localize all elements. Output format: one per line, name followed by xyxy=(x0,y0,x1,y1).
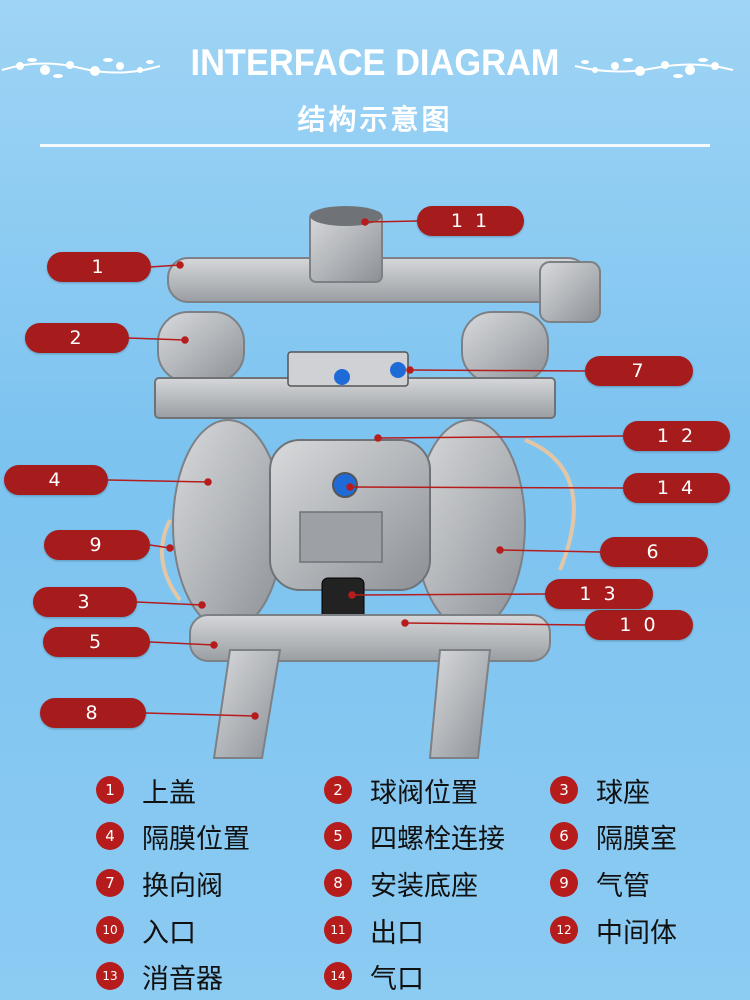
legend-badge: 1 xyxy=(96,776,124,804)
diagram-title-cn: 结构示意图 xyxy=(297,103,453,136)
legend-item-14: 14 气口 xyxy=(324,956,424,996)
legend-text: 四螺栓连接 xyxy=(370,823,505,855)
callout-11: 1 1 xyxy=(417,206,524,236)
title-divider xyxy=(40,144,710,147)
legend-item-5: 5 四螺栓连接 xyxy=(324,816,505,856)
legend-text: 隔膜室 xyxy=(596,823,677,855)
legend-text: 球座 xyxy=(596,777,650,809)
callout-5: 5 xyxy=(43,627,150,657)
legend-text: 换向阀 xyxy=(142,870,223,902)
callout-14: 1 4 xyxy=(623,473,730,503)
legend-text: 安装底座 xyxy=(370,870,478,902)
legend-item-8: 8 安装底座 xyxy=(324,863,478,903)
legend-badge: 13 xyxy=(96,962,124,990)
legend-item-3: 3 球座 xyxy=(550,770,650,810)
legend-item-6: 6 隔膜室 xyxy=(550,816,677,856)
leader-lines xyxy=(107,218,624,720)
legend-item-4: 4 隔膜位置 xyxy=(96,816,250,856)
legend-item-13: 13 消音器 xyxy=(96,956,223,996)
legend-badge: 11 xyxy=(324,916,352,944)
legend-text: 消音器 xyxy=(142,963,223,995)
legend-text: 中间体 xyxy=(596,917,677,949)
legend-text: 入口 xyxy=(142,917,196,949)
legend-item-10: 10 入口 xyxy=(96,910,196,950)
legend-badge: 12 xyxy=(550,916,578,944)
callout-13: 1 3 xyxy=(545,579,653,609)
legend-badge: 6 xyxy=(550,822,578,850)
legend-badge: 9 xyxy=(550,869,578,897)
legend-text: 上盖 xyxy=(142,777,196,809)
legend-badge: 3 xyxy=(550,776,578,804)
legend-text: 出口 xyxy=(370,917,424,949)
legend-text: 气管 xyxy=(596,870,650,902)
callout-2: 2 xyxy=(25,323,129,353)
callout-9: 9 xyxy=(44,530,150,560)
legend-badge: 5 xyxy=(324,822,352,850)
legend-item-2: 2 球阀位置 xyxy=(324,770,478,810)
callout-6: 6 xyxy=(600,537,708,567)
callout-7: 7 xyxy=(585,356,693,386)
right-vine-decoration xyxy=(574,58,734,78)
callout-10: 1 0 xyxy=(585,610,693,640)
legend-item-12: 12 中间体 xyxy=(550,910,677,950)
callout-4: 4 xyxy=(4,465,108,495)
legend-badge: 8 xyxy=(324,869,352,897)
callout-1: 1 xyxy=(47,252,151,282)
base-right-leg xyxy=(428,649,492,759)
legend-badge: 14 xyxy=(324,962,352,990)
callout-3: 3 xyxy=(33,587,137,617)
legend-badge: 7 xyxy=(96,869,124,897)
callout-12: 1 2 xyxy=(623,421,730,451)
legend-item-7: 7 换向阀 xyxy=(96,863,223,903)
legend-badge: 10 xyxy=(96,916,124,944)
base-left-leg xyxy=(212,649,282,759)
legend-text: 隔膜位置 xyxy=(142,823,250,855)
pump-illustration xyxy=(154,206,601,759)
legend-badge: 2 xyxy=(324,776,352,804)
legend-item-9: 9 气管 xyxy=(550,863,650,903)
legend-text: 球阀位置 xyxy=(370,777,478,809)
legend-text: 气口 xyxy=(370,963,424,995)
diagram-title-en: INTERFACE DIAGRAM xyxy=(190,42,560,83)
legend-badge: 4 xyxy=(96,822,124,850)
left-vine-decoration xyxy=(1,58,161,78)
legend-item-1: 1 上盖 xyxy=(96,770,196,810)
callout-8: 8 xyxy=(40,698,146,728)
legend-item-11: 11 出口 xyxy=(324,910,424,950)
